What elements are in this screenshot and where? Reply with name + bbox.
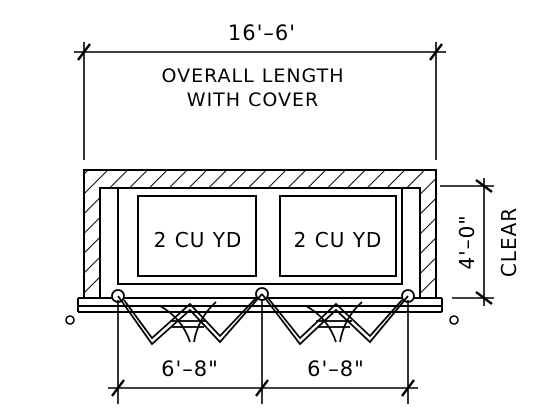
bollard-right-icon — [449, 315, 459, 325]
gate-left-width-value: 6'–8" — [161, 357, 219, 381]
bin-right: 2 CU YD — [279, 195, 397, 277]
gate-right-leaf-inner — [267, 297, 403, 340]
gate-tick-right — [401, 379, 415, 397]
container-outline — [117, 187, 403, 285]
gate-tick-center — [255, 379, 269, 397]
bin-right-box — [279, 195, 397, 277]
gate-left-leaf — [117, 293, 263, 346]
gate-tick-left — [111, 379, 125, 397]
overall-length-value: 16'–6' — [228, 21, 296, 45]
clear-depth-value: 4'–0" — [455, 214, 479, 269]
enclosure-wall-hatch — [84, 170, 436, 298]
overall-length-caption-2: WITH COVER — [187, 89, 319, 111]
bollard-left-icon — [65, 315, 75, 325]
gate-right-leaf — [261, 293, 409, 346]
gate-left — [117, 293, 263, 346]
gate-left-leaf-inner — [123, 297, 257, 340]
bin-left-label: 2 CU YD — [154, 228, 243, 252]
overall-length-caption: OVERALL LENGTH — [161, 65, 344, 87]
bin-right-label: 2 CU YD — [294, 228, 383, 252]
clear-tick-top — [475, 179, 493, 193]
overall-length-dimension — [74, 42, 446, 160]
clear-depth-dimension — [440, 178, 494, 306]
overall-tick-right — [429, 43, 443, 61]
gate-left-swing-arc-2 — [193, 301, 217, 343]
bin-left: 2 CU YD — [137, 195, 257, 277]
clear-tick-bottom — [475, 291, 493, 305]
bin-left-box — [137, 195, 257, 277]
overall-tick-left — [77, 43, 91, 61]
gate-right-swing-arc-2 — [339, 301, 363, 343]
clear-label: CLEAR — [497, 207, 521, 277]
gate-width-dimensions — [108, 300, 418, 404]
gate-right-width-value: 6'–8" — [307, 357, 365, 381]
gate-right — [261, 293, 409, 346]
